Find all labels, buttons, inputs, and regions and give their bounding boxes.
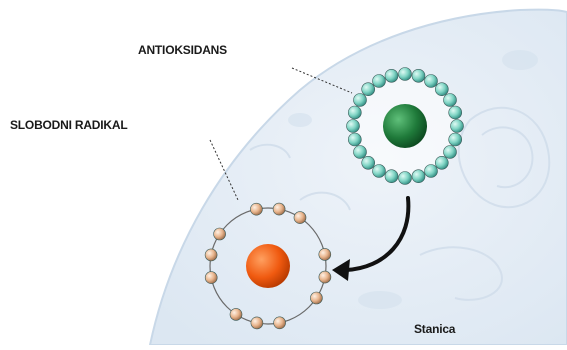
free-radical-label: SLOBODNI RADIKAL bbox=[10, 118, 127, 132]
radical-electron bbox=[230, 308, 242, 320]
antioxidant-electron bbox=[412, 69, 425, 82]
antioxidant-electron bbox=[347, 120, 360, 133]
antioxidant-electron bbox=[425, 165, 438, 178]
antioxidant-electron bbox=[354, 146, 367, 159]
antioxidant-electron bbox=[435, 156, 448, 169]
radical-electron bbox=[273, 203, 285, 215]
antioxidant-electron bbox=[444, 94, 457, 107]
antioxidant-electron bbox=[449, 133, 462, 146]
antioxidant-molecule-icon bbox=[347, 68, 464, 185]
radical-electron bbox=[251, 317, 263, 329]
radical-electron bbox=[205, 272, 217, 284]
radical-electron bbox=[274, 317, 286, 329]
radical-electron bbox=[205, 249, 217, 261]
antioxidant-electron bbox=[362, 156, 375, 169]
radical-electron bbox=[294, 212, 306, 224]
radical-electron bbox=[310, 292, 322, 304]
radical-electron bbox=[214, 228, 226, 240]
antioxidant-electron bbox=[451, 120, 464, 133]
antioxidant-electron bbox=[425, 75, 438, 88]
antioxidant-electron bbox=[435, 83, 448, 96]
antioxidant-electron bbox=[385, 170, 398, 183]
antioxidant-electron bbox=[348, 106, 361, 119]
antioxidant-electron bbox=[399, 172, 412, 185]
radical-electron bbox=[319, 271, 331, 283]
antioxidant-electron bbox=[362, 83, 375, 96]
antioxidant-electron bbox=[449, 106, 462, 119]
antioxidant-electron bbox=[354, 94, 367, 107]
cell-background bbox=[150, 10, 567, 345]
antioxidant-electron bbox=[373, 75, 386, 88]
antioxidant-electron bbox=[412, 170, 425, 183]
antioxidant-electron bbox=[373, 165, 386, 178]
cell-label: Stanica bbox=[414, 322, 455, 336]
radical-core bbox=[246, 244, 290, 288]
antioxidant-electron bbox=[399, 68, 412, 81]
antioxidant-label: ANTIOKSIDANS bbox=[138, 43, 227, 57]
antioxidant-core bbox=[383, 104, 427, 148]
antioxidant-electron bbox=[348, 133, 361, 146]
antioxidant-electron bbox=[385, 69, 398, 82]
radical-electron bbox=[250, 203, 262, 215]
antioxidant-electron bbox=[444, 146, 457, 159]
radical-electron bbox=[319, 248, 331, 260]
